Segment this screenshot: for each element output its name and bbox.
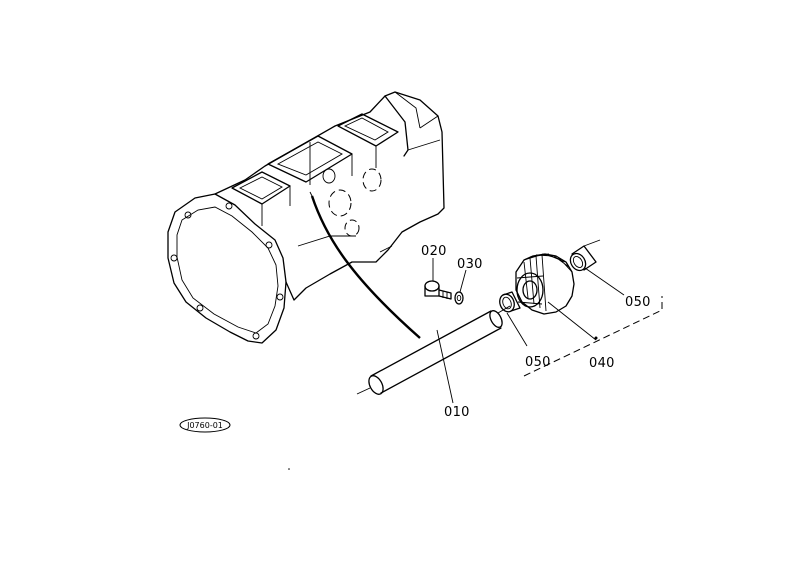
label-010: 010 bbox=[444, 405, 470, 420]
leader-lines bbox=[432, 258, 625, 404]
label-050-right: 050 bbox=[625, 295, 651, 310]
speck bbox=[288, 468, 290, 470]
bushing-050-left bbox=[499, 291, 521, 313]
label-020: 020 bbox=[421, 244, 447, 259]
shaft-010 bbox=[356, 305, 511, 395]
label-040: 040 bbox=[589, 356, 615, 371]
reference-code: J0760-01 bbox=[186, 421, 223, 430]
bushing-050-right bbox=[569, 239, 601, 272]
label-030: 030 bbox=[457, 257, 483, 272]
washer-030 bbox=[454, 291, 464, 305]
bolt-020 bbox=[424, 280, 452, 300]
gear-040 bbox=[515, 253, 575, 315]
label-050-left: 050 bbox=[525, 355, 551, 370]
reference-code-badge: J0760-01 bbox=[179, 417, 231, 433]
transmission-housing bbox=[167, 91, 445, 344]
leader-tip bbox=[309, 191, 315, 201]
assembly-bracket bbox=[523, 296, 663, 377]
shaft-insertion-leader bbox=[310, 195, 421, 339]
